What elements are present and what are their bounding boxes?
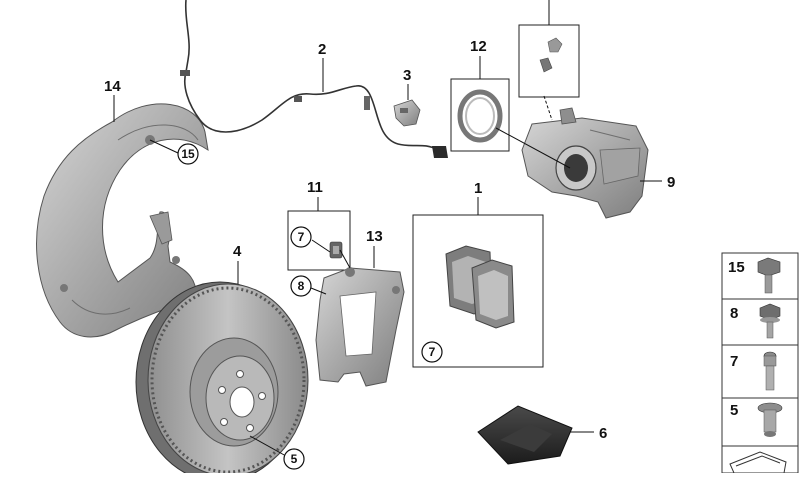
callout-13: 13: [366, 228, 383, 245]
brake-disc: [135, 281, 309, 478]
callout-3: 3: [403, 67, 411, 84]
circle-15: [177, 143, 199, 165]
brake-caliper: [521, 107, 649, 219]
callout-11: 11: [307, 179, 323, 196]
legend-label-8: 8: [730, 305, 738, 322]
legend-label-7: 7: [730, 353, 738, 370]
legend-label-5: 5: [730, 402, 738, 419]
socket-bolt-icon: [763, 351, 777, 391]
wear-sensor-cable: [180, 0, 448, 158]
callout-14: 14: [104, 78, 121, 95]
callout-12: 12: [470, 38, 487, 55]
caliper-carrier: [315, 267, 405, 387]
hardware-legend: 15 8 7 5: [721, 252, 799, 474]
circle-7-pads: [421, 341, 443, 363]
leader-5: [249, 435, 287, 457]
flange-bolt-icon: [759, 303, 781, 339]
grease-packet: [477, 405, 573, 465]
circled-5-disc: 5: [291, 452, 298, 466]
leader-7-bolt: [311, 239, 331, 253]
guide-bolt: [329, 241, 343, 259]
callout-4: 4: [233, 243, 242, 260]
brake-pads: [445, 245, 515, 329]
circled-8: 8: [298, 279, 305, 293]
callout-6: 6: [599, 425, 607, 442]
circle-7-bolt: [290, 226, 312, 248]
circled-7-bolt: 7: [298, 230, 305, 244]
seal-ring: [457, 89, 503, 143]
wheel-bolt-icon: [757, 402, 783, 437]
callout-2: 2: [318, 41, 326, 58]
leader-8: [310, 287, 327, 295]
leader-seal-caliper: [495, 127, 571, 169]
box-11: [287, 210, 351, 271]
dashed-guide: [543, 95, 553, 121]
arrow-icon: [729, 451, 787, 474]
circle-8: [290, 275, 312, 297]
callout-9: 9: [667, 174, 675, 191]
clip: [393, 99, 421, 127]
bleed-screw: [539, 37, 563, 73]
hex-bolt-icon: [757, 257, 781, 294]
legend-label-15: 15: [728, 259, 745, 276]
circled-7-pads: 7: [429, 345, 436, 359]
circle-5-disc: [283, 448, 305, 470]
circled-15: 15: [181, 147, 195, 161]
leader-11-carrier: [339, 249, 351, 269]
dust-shield: [36, 103, 209, 338]
callout-1: 1: [474, 180, 482, 197]
leader-15: [149, 139, 179, 154]
